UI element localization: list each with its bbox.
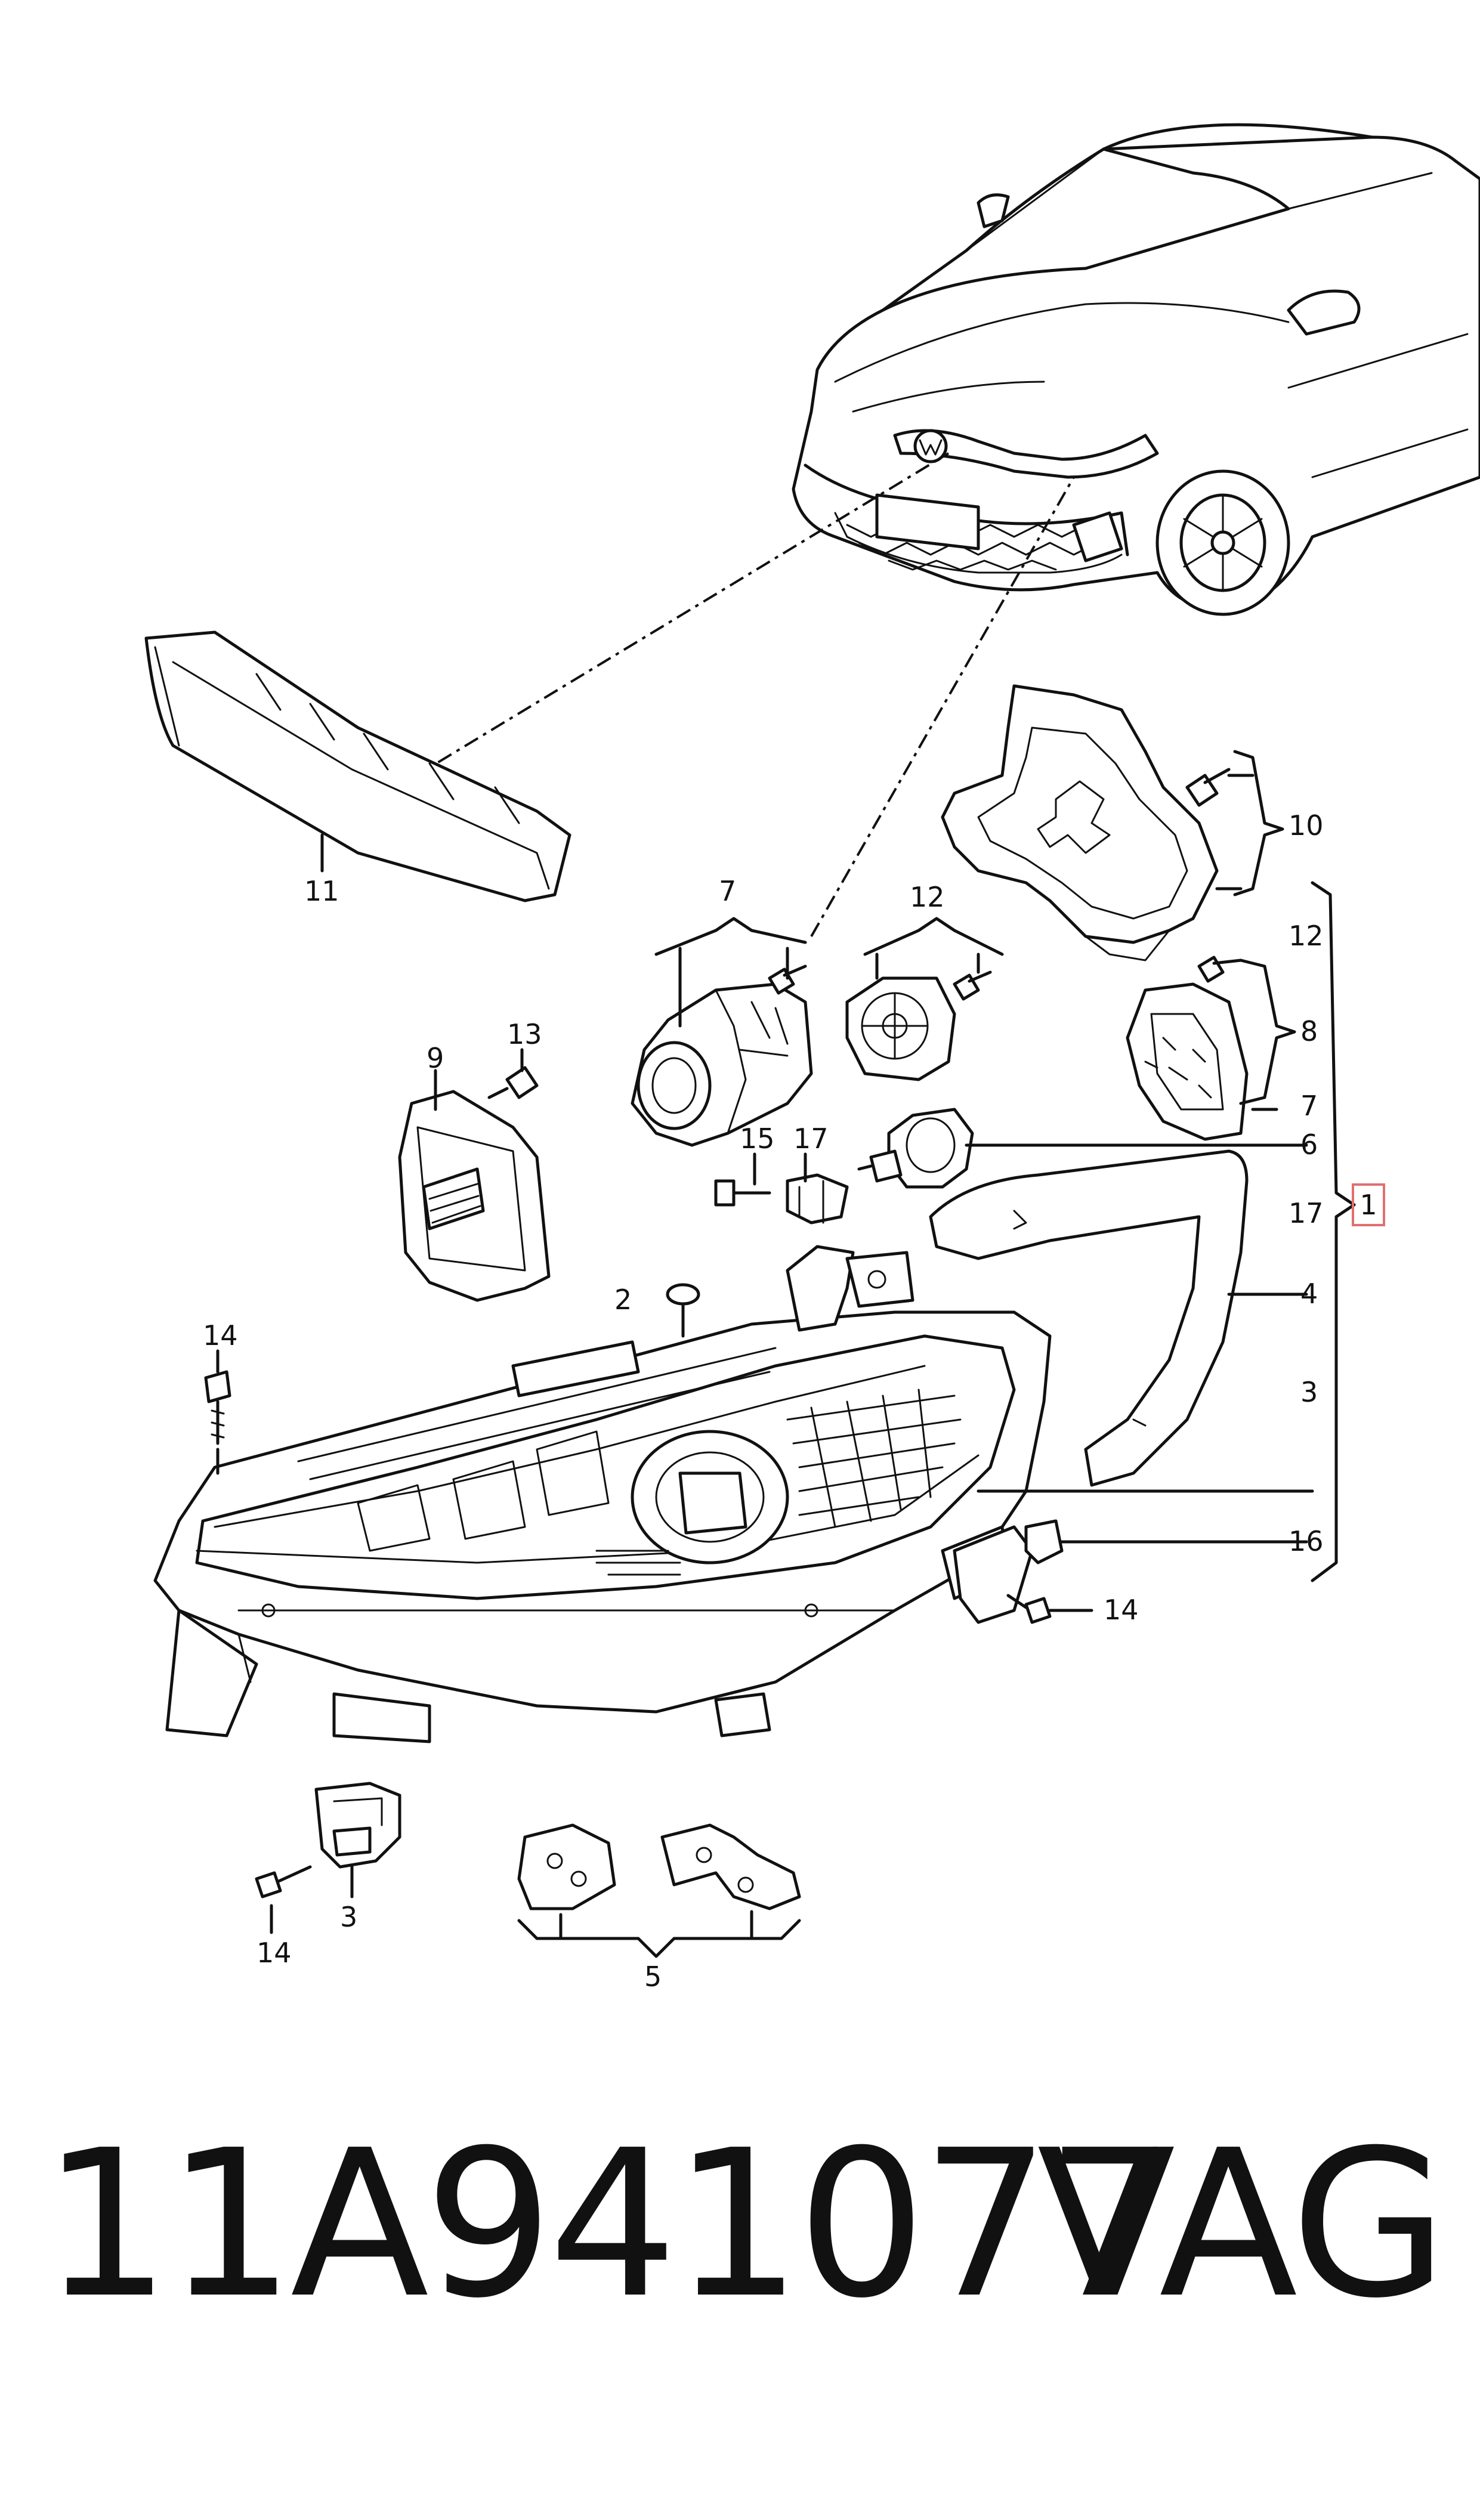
callout-1: 1 — [1360, 1189, 1377, 1221]
part-14-bolt-c — [255, 1865, 312, 1898]
brace-10 — [1233, 750, 1284, 896]
callout-4: 4 — [1300, 1278, 1318, 1310]
part-number: 11A941077 — [42, 2107, 1175, 2343]
callout-17-mid: 17 — [793, 1123, 829, 1155]
callout-5: 5 — [644, 1961, 662, 1993]
part-14-bolt-a — [204, 1370, 231, 1445]
part-5-bracket-left — [517, 1823, 616, 1910]
part-7-projector-module — [631, 982, 813, 1147]
callout-11: 11 — [304, 875, 339, 907]
part-15-screw — [714, 1179, 771, 1207]
callout-17-right: 17 — [1289, 1197, 1324, 1229]
callout-12-top: 12 — [910, 881, 945, 913]
part-12-fan — [845, 976, 956, 1081]
leader-headlight-to-car — [810, 477, 1075, 937]
callout-3-lower: 3 — [340, 1901, 357, 1933]
callout-14-a: 14 — [203, 1319, 238, 1352]
callout-3-right: 3 — [1300, 1376, 1318, 1408]
part-10-housing-cover — [941, 684, 1219, 961]
brace-5 — [517, 1919, 801, 1958]
part-16-clip — [1024, 1519, 1064, 1564]
callout-14-c: 14 — [257, 1937, 292, 1969]
callout-1-highlight — [1352, 1183, 1385, 1226]
brace-7-top — [654, 917, 807, 956]
callout-12-right: 12 — [1289, 920, 1324, 952]
callout-15: 15 — [740, 1123, 775, 1155]
callout-7-top: 7 — [719, 875, 736, 907]
callout-14-b: 14 — [1104, 1594, 1139, 1626]
part-5-bracket-right — [660, 1823, 801, 1910]
part-13-screw — [487, 1066, 539, 1099]
brand-name: VAG — [1037, 2107, 1448, 2343]
part-10-bolt — [1185, 768, 1231, 807]
part-4-gasket — [929, 1149, 1249, 1487]
brace-12-top — [863, 917, 1004, 956]
part-6-adjuster — [857, 1108, 974, 1189]
brace-1-group — [1311, 881, 1356, 1582]
callout-2: 2 — [614, 1284, 632, 1316]
callout-10: 10 — [1289, 809, 1324, 842]
vehicle-illustration — [792, 123, 1480, 616]
part-11-grille-lightbar — [144, 630, 571, 902]
part-12-screw — [953, 970, 992, 1001]
part-2-bolt — [666, 1283, 700, 1338]
main-headlight-assembly — [153, 1245, 1052, 1743]
brace-8 — [1239, 958, 1296, 1105]
part-14-bolt-b — [1024, 1597, 1093, 1624]
leader-grille-to-car — [410, 452, 950, 780]
callout-8: 8 — [1300, 1015, 1318, 1047]
part-9-control-unit — [398, 1090, 551, 1302]
callout-13: 13 — [507, 1018, 542, 1050]
callout-6: 6 — [1300, 1128, 1318, 1161]
part-8-screw — [1197, 956, 1243, 983]
part-8-led-module — [1126, 982, 1249, 1141]
callout-16: 16 — [1289, 1525, 1324, 1557]
callout-labels: 1 2 3 3 4 5 6 7 7 8 9 10 11 12 12 13 14 … — [203, 809, 1377, 1993]
callout-9: 9 — [427, 1042, 444, 1074]
part-3-lower-bracket — [314, 1782, 401, 1869]
callout-7-right: 7 — [1300, 1090, 1318, 1122]
part-17-socket — [786, 1173, 849, 1225]
